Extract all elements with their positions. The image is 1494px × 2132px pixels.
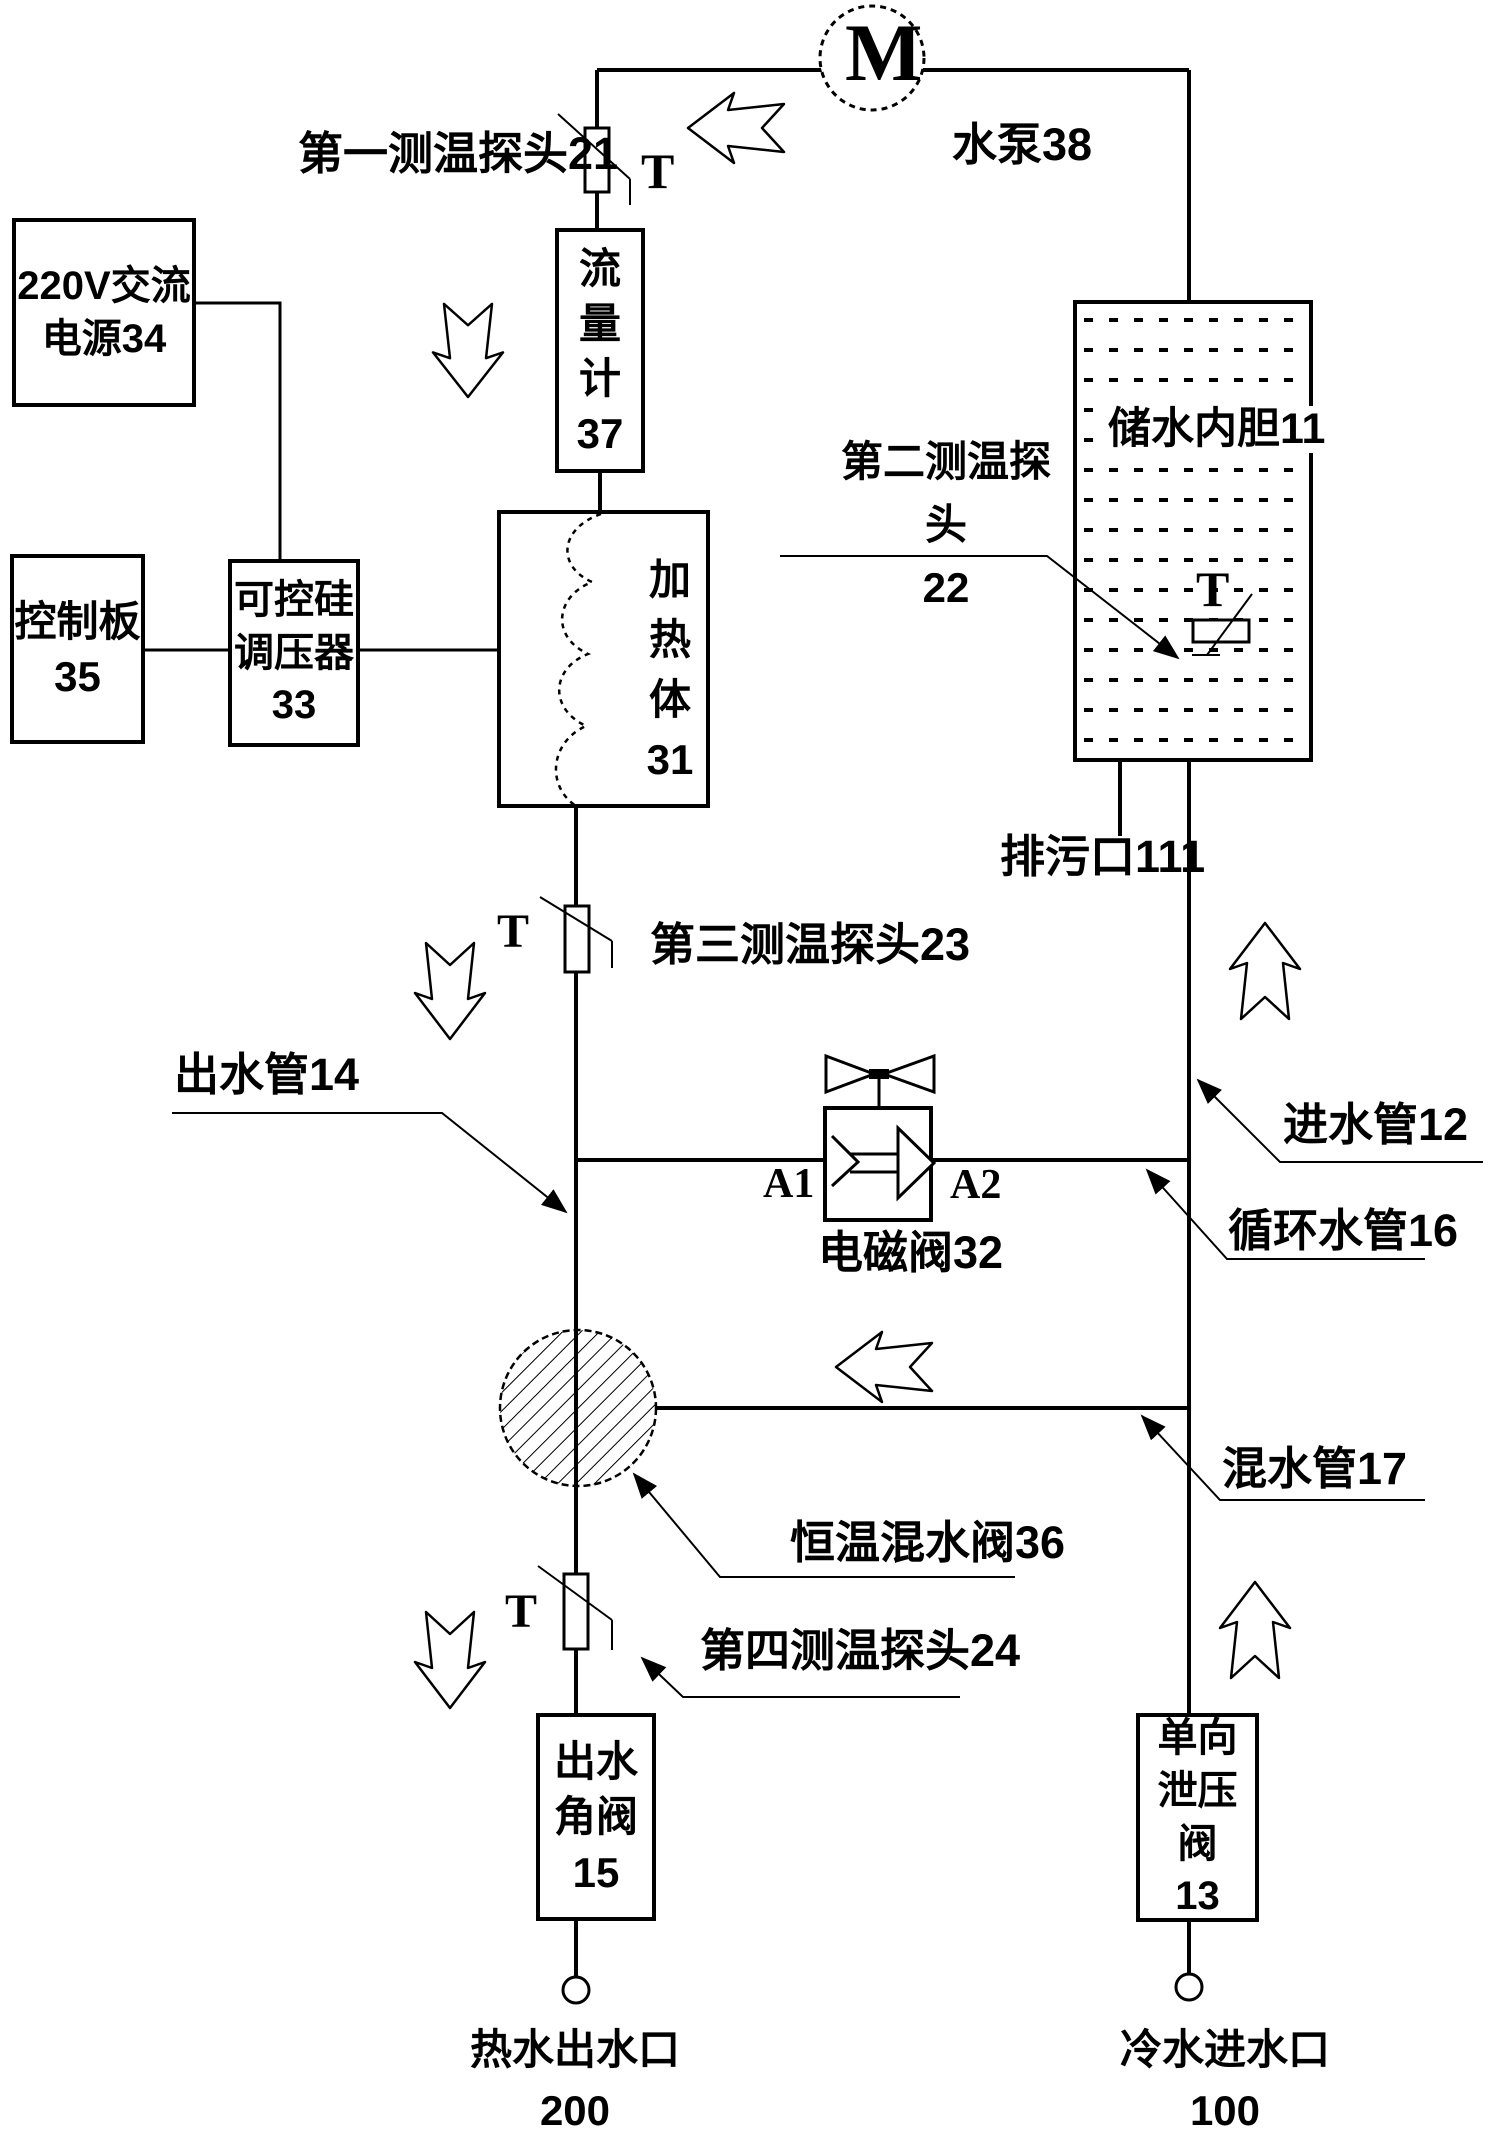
solenoid-flow-arrow (830, 1124, 937, 1202)
control-board-box: 控制板 35 (10, 554, 145, 744)
solenoid-a2: A2 (950, 1162, 1002, 1208)
probe4-t: T (505, 1585, 538, 1638)
flow-arrow-down-3 (413, 1610, 487, 1710)
probe3-label: 第三测温探头23 (650, 919, 971, 970)
mixing-pipe-label: 混水管17 (1222, 1443, 1408, 1494)
heating-coil (554, 512, 602, 808)
motor-letter: M (845, 7, 923, 98)
solenoid-label: 电磁阀32 (818, 1227, 1004, 1278)
outlet-pipe-label: 出水管14 (174, 1049, 360, 1100)
probe1-label: 第一测温探头21 (298, 128, 619, 179)
flow-arrow-down-1 (431, 302, 505, 399)
circulation-pipe-label: 循环水管16 (1228, 1205, 1459, 1256)
temperature-probe-3 (539, 896, 613, 974)
drain-label: 排污口111 (1000, 831, 1206, 882)
flow-arrow-down-2 (413, 941, 487, 1041)
flow-arrow-left-top (686, 91, 786, 165)
flow-meter-label: 流 量 计 37 (576, 244, 624, 457)
probe2-label: 第二测温探头 22 (840, 438, 1051, 611)
power-supply-label: 220V交流 电源34 (17, 263, 191, 361)
flow-arrow-left-mix (834, 1330, 934, 1404)
mixing-valve-label: 恒温混水阀36 (790, 1517, 1066, 1568)
leader-lines (172, 555, 1483, 1698)
temperature-probe-2-tank-sensor (1191, 593, 1253, 656)
cold-port-circle (1174, 1972, 1204, 2002)
solenoid-a1: A1 (763, 1161, 815, 1207)
electrical-wires (145, 301, 497, 652)
cold-inlet-label: 冷水进水口 100 (1119, 2026, 1330, 2132)
inlet-pipe-label: 进水管12 (1283, 1099, 1469, 1150)
storage-tank-box (1073, 300, 1313, 762)
scr-regulator-label: 可控硅 调压器 33 (234, 577, 354, 728)
heater-label: 加 热 体 31 (646, 556, 694, 783)
tank-label: 储水内胆11 (1100, 406, 1334, 453)
pipes (574, 68, 1191, 1977)
scr-regulator-box: 可控硅 调压器 33 (228, 559, 360, 747)
probe1-t: T (641, 143, 675, 199)
probe3-t: T (497, 905, 530, 958)
hot-port-circle (561, 1975, 591, 2005)
outlet-angle-valve-box: 出水 角阀 15 (536, 1713, 656, 1921)
relief-valve-box: 单向 泄压阀 13 (1136, 1713, 1259, 1922)
hot-outlet-label: 热水出水口 200 (469, 2026, 680, 2132)
flow-meter-box: 流 量 计 37 (555, 228, 645, 473)
relief-valve-label: 单向 泄压阀 13 (1157, 1715, 1238, 1919)
flow-arrow-up-2 (1218, 1580, 1292, 1680)
control-board-label: 控制板 35 (14, 597, 141, 700)
power-supply-box: 220V交流 电源34 (12, 218, 196, 407)
temperature-probe-4 (537, 1565, 613, 1651)
outlet-angle-valve-label: 出水 角阀 15 (553, 1737, 638, 1896)
probe4-label: 第四测温探头24 (700, 1625, 1021, 1676)
butterfly-valve-icon (824, 1053, 936, 1106)
heater-box: 加 热 体 31 (497, 510, 710, 808)
flow-arrow-up-1 (1228, 921, 1302, 1021)
pump-label: 水泵38 (952, 119, 1093, 170)
motor-circle (818, 4, 926, 112)
tank-sensor-t: T (1196, 561, 1230, 617)
temperature-probe-1 (557, 113, 631, 205)
